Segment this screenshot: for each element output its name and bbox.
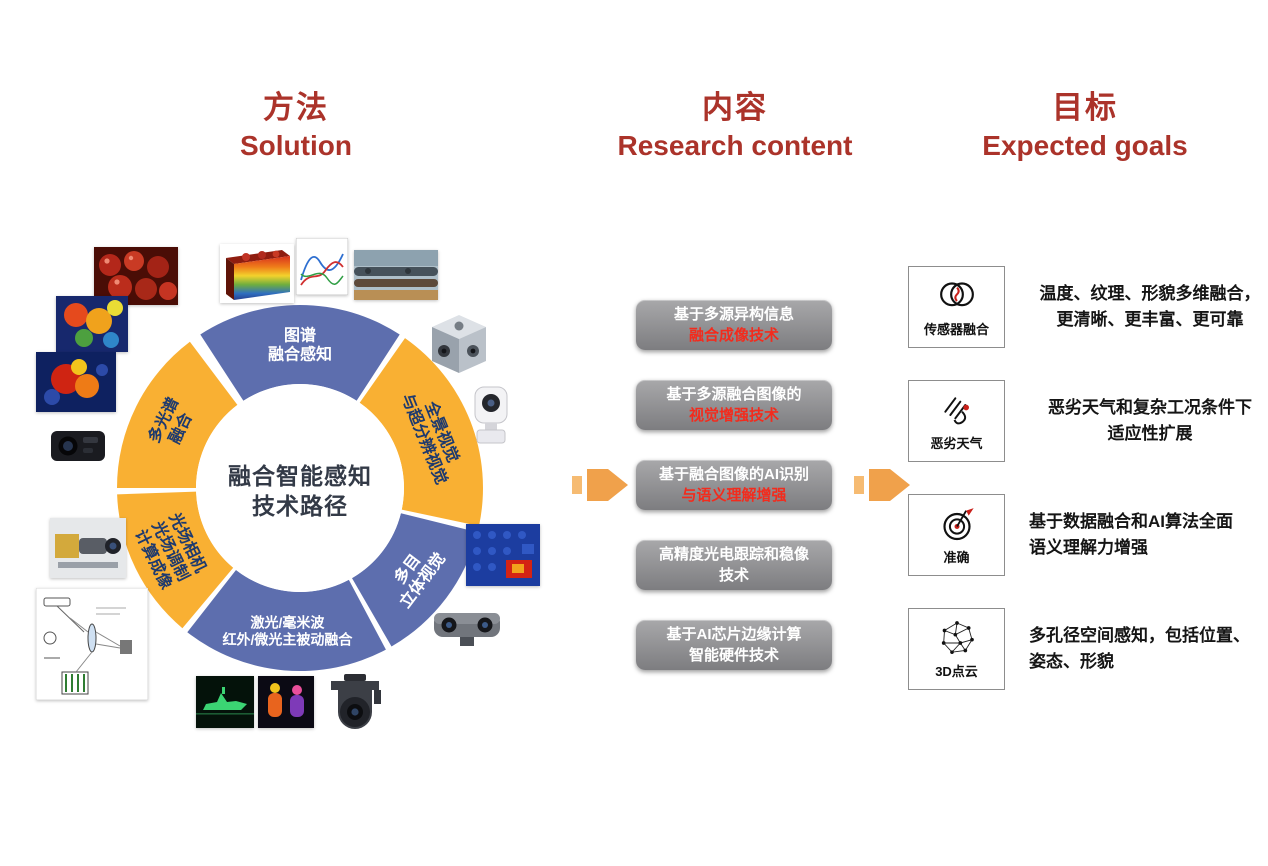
thumb-thermal-ship-image (196, 676, 254, 728)
thumb-lego-thermal-image (466, 524, 540, 586)
goal-description-line: 适应性扩展 (1107, 424, 1193, 443)
goals-list: 传感器融合 温度、纹理、形貌多维融合， 更清晰、更丰富、更可靠恶劣天气 恶劣天气和复杂… (908, 266, 1268, 722)
ring-segment-laser-mmwave-fusion (187, 570, 386, 672)
content-header-en: Research content (617, 130, 853, 161)
thumb-gimbal-camera (318, 672, 392, 734)
ring-center-title: 融合智能感知 技术路径 (216, 461, 384, 521)
thumb-red-berries-photo (94, 247, 178, 305)
research-box-1: 基于多源异构信息融合成像技术 (636, 300, 832, 350)
goal-row-3: 准确 基于数据融合和AI算法全面语义理解力增强 (908, 494, 1268, 576)
point-cloud-icon (941, 621, 974, 654)
thumb-panoramic-camera (468, 384, 514, 446)
goal-description-line: 语义理解力增强 (1029, 538, 1148, 557)
thumb-optical-path-diagram (36, 588, 148, 700)
research-box-line: 高精度光电跟踪和稳像 (658, 546, 809, 563)
research-box-highlight-line: 与语义理解增强 (681, 487, 787, 504)
arrow-tail-bar (854, 476, 864, 494)
thumb-thermal-berries-rainbow (56, 296, 128, 352)
bad-weather-icon (943, 397, 969, 425)
goal-row-2: 恶劣天气 恶劣天气和复杂工况条件下适应性扩展 (908, 380, 1268, 462)
research-box-3: 基于融合图像的AI识别与语义理解增强 (636, 460, 832, 510)
thumb-pipeline-photo (354, 250, 438, 300)
solution-header: 方法 Solution (136, 82, 456, 162)
thumb-thermal-people-image (258, 676, 314, 728)
goal-row-1: 传感器融合 温度、纹理、形貌多维融合， 更清晰、更丰富、更可靠 (908, 266, 1268, 348)
thumb-multicamera-cube (428, 312, 490, 376)
research-box-5: 基于AI芯片边缘计算智能硬件技术 (636, 620, 832, 670)
content-header-zh: 内容 (702, 90, 768, 125)
content-header: 内容 Research content (575, 82, 895, 162)
ring-label-map-spectrum-fusion: 图谱融合感知 (268, 326, 332, 364)
thumb-rainbow-spectrum-stack (220, 244, 294, 303)
goal-iconbox-3: 准确 (908, 494, 1005, 576)
solution-header-zh: 方法 (263, 90, 329, 125)
thumb-thermal-berries-blue (36, 352, 116, 412)
goal-label: 恶劣天气 (930, 436, 983, 451)
ring-segment-multi-eye-stereo (352, 513, 478, 647)
goal-iconbox-2: 恶劣天气 (908, 380, 1005, 462)
thumb-stereo-camera (432, 604, 502, 650)
goal-description: 基于数据融合和AI算法全面语义理解力增强 (1029, 509, 1268, 561)
ring-segment-panoramic-superres (359, 338, 483, 526)
goal-description-line: 多孔径空间感知，包括位置、 (1029, 626, 1250, 645)
research-box-2: 基于多源融合图像的视觉增强技术 (636, 380, 832, 430)
arrow-head (869, 469, 910, 501)
goal-row-4: 3D点云 多孔径空间感知，包括位置、姿态、形貌 (908, 608, 1268, 690)
arrow-tail-bar (572, 476, 582, 494)
ring-label-laser-mmwave-fusion: 激光/毫米波红外/微光主被动融合 (223, 614, 354, 647)
goal-description: 恶劣天气和复杂工况条件下适应性扩展 (1029, 395, 1268, 447)
sensor-fusion-icon (939, 282, 974, 307)
goal-description-line: 更清晰、更丰富、更可靠 (1056, 310, 1244, 329)
research-box-line: 基于融合图像的AI识别 (658, 466, 809, 483)
flow-arrow-content-to-goals (854, 469, 910, 501)
research-box-line: 基于AI芯片边缘计算 (666, 626, 802, 643)
ring-center-line1: 融合智能感知 (228, 463, 372, 489)
research-box-line: 技术 (718, 567, 749, 584)
goal-label: 3D点云 (935, 664, 978, 679)
research-box-line: 智能硬件技术 (688, 647, 779, 664)
ring-center-line2: 技术路径 (252, 493, 348, 519)
research-box-line: 基于多源异构信息 (673, 306, 794, 323)
goal-label: 传感器融合 (923, 322, 989, 337)
solution-header-en: Solution (240, 130, 352, 161)
research-box-highlight-line: 视觉增强技术 (688, 407, 779, 424)
research-content-list: 基于多源异构信息融合成像技术基于多源融合图像的视觉增强技术基于融合图像的AI识别… (636, 300, 832, 700)
goals-header-zh: 目标 (1052, 90, 1118, 125)
ring-segment-multispectral-fusion (117, 341, 238, 488)
research-box-line: 基于多源融合图像的 (666, 386, 802, 403)
target-icon (942, 508, 974, 541)
goals-header-en: Expected goals (982, 130, 1188, 161)
goals-header: 目标 Expected goals (925, 82, 1245, 162)
thumb-infrared-camera (48, 424, 108, 468)
goal-description-line: 基于数据融合和AI算法全面 (1029, 512, 1233, 531)
ring-segment-map-spectrum-fusion (200, 304, 400, 401)
ring-center-disc (196, 384, 404, 592)
arrow-head (587, 469, 628, 501)
thumb-lightfield-device (50, 518, 126, 578)
goal-iconbox-4: 3D点云 (908, 608, 1005, 690)
solution-ring: 图谱融合感知全景视觉与超分辨视觉多目立体视觉激光/毫米波红外/微光主被动融合光场… (117, 304, 483, 672)
flow-arrow-solution-to-content (572, 469, 628, 501)
thumb-spectral-curves-chart (296, 238, 348, 295)
goal-description: 温度、纹理、形貌多维融合， 更清晰、更丰富、更可靠 (1029, 281, 1268, 333)
goal-iconbox-1: 传感器融合 (908, 266, 1005, 348)
goal-description-line: 温度、纹理、形貌多维融合， (1039, 284, 1261, 303)
ring-segment-lightfield-imaging (117, 491, 234, 629)
research-box-4: 高精度光电跟踪和稳像技术 (636, 540, 832, 590)
goal-description: 多孔径空间感知，包括位置、姿态、形貌 (1029, 623, 1268, 675)
goal-label: 准确 (943, 550, 970, 565)
goal-description-line: 姿态、形貌 (1029, 652, 1114, 671)
research-box-highlight-line: 融合成像技术 (688, 327, 779, 344)
goal-description-line: 恶劣天气和复杂工况条件下 (1048, 398, 1252, 417)
